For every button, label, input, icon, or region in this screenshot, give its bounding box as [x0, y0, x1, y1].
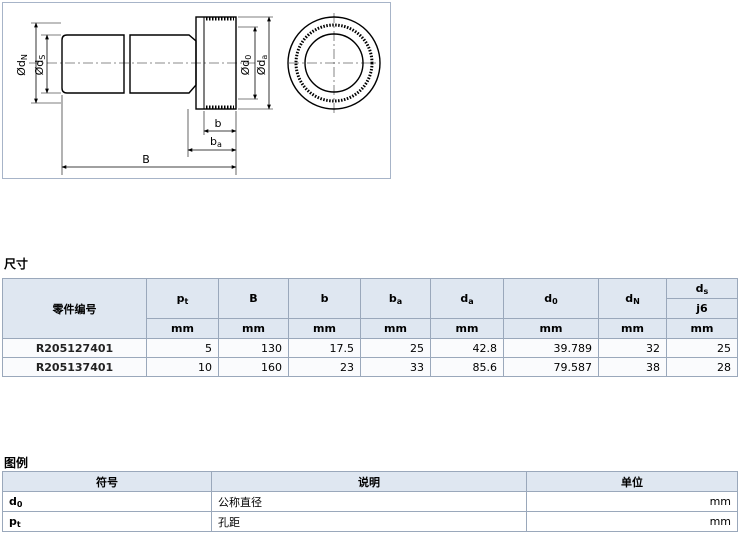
header-d0: d0	[503, 278, 599, 319]
cell-dN: 38	[598, 357, 667, 377]
header-da: da	[430, 278, 504, 319]
legend-header-description: 说明	[211, 471, 527, 492]
unit-d0: mm	[503, 318, 599, 339]
cell-B: 160	[218, 357, 289, 377]
table-row: pt 孔距 mm	[2, 511, 738, 532]
unit-pt: mm	[146, 318, 219, 339]
cell-d0: 79.587	[503, 357, 599, 377]
unit-ba: mm	[360, 318, 431, 339]
header-pt: pt	[146, 278, 219, 319]
table-row: d0 公称直径 mm	[2, 491, 738, 512]
header-ba: ba	[360, 278, 431, 319]
unit-da: mm	[430, 318, 504, 339]
legend-header-symbol: 符号	[2, 471, 212, 492]
table-row: R205127401 5 130 17.5 25 42.8 39.789 32 …	[2, 338, 738, 358]
dimensions-title: 尺寸	[4, 257, 29, 271]
header-dN: dN	[598, 278, 667, 319]
end-view-outer-circle	[287, 16, 381, 110]
technical-drawing: ØdN ØdS Ød0 Øda b ba B	[2, 2, 391, 179]
cell-da: 42.8	[430, 338, 504, 358]
unit-b: mm	[288, 318, 361, 339]
cell-d0: 39.789	[503, 338, 599, 358]
cell-B: 130	[218, 338, 289, 358]
header-B: B	[218, 278, 289, 319]
header-b: b	[288, 278, 361, 319]
cell-pt: 5	[146, 338, 219, 358]
cell-ba: 25	[360, 338, 431, 358]
shaft-left-part	[61, 34, 125, 94]
cell-b: 17.5	[288, 338, 361, 358]
legend-unit: mm	[526, 491, 738, 512]
part-number[interactable]: R205127401	[2, 338, 147, 358]
legend-description: 公称直径	[211, 491, 527, 512]
end-view-knurl-circle	[294, 23, 374, 103]
legend-symbol: pt	[2, 511, 212, 532]
B-label: B	[142, 153, 150, 166]
cell-ds: 25	[666, 338, 738, 358]
b-label: b	[215, 117, 222, 130]
shaft-right-part	[129, 34, 197, 94]
header-ds: ds	[666, 278, 738, 299]
legend-table: 符号 说明 单位 d0 公称直径 mm pt 孔距 mm	[2, 471, 738, 532]
legend-header-unit: 单位	[526, 471, 738, 492]
d0-label: Ød0	[239, 55, 253, 76]
dS-label: ØdS	[33, 55, 47, 76]
ba-label: ba	[210, 135, 222, 149]
header-ds-tolerance: j6	[666, 298, 738, 319]
cell-ba: 33	[360, 357, 431, 377]
header-part-no: 零件编号	[2, 278, 147, 339]
unit-ds: mm	[666, 318, 738, 339]
legend-unit: mm	[526, 511, 738, 532]
table-row: R205137401 10 160 23 33 85.6 79.587 38 2…	[2, 357, 738, 377]
legend-symbol: d0	[2, 491, 212, 512]
part-number[interactable]: R205137401	[2, 357, 147, 377]
unit-dN: mm	[598, 318, 667, 339]
da-label: Øda	[255, 55, 269, 76]
legend-description: 孔距	[211, 511, 527, 532]
cell-b: 23	[288, 357, 361, 377]
end-view-inner-circle	[304, 33, 364, 93]
cell-da: 85.6	[430, 357, 504, 377]
legend-title: 图例	[4, 456, 29, 470]
cell-dN: 32	[598, 338, 667, 358]
unit-B: mm	[218, 318, 289, 339]
flange-outline	[195, 16, 237, 110]
dN-label: ØdN	[15, 54, 29, 76]
cell-ds: 28	[666, 357, 738, 377]
cell-pt: 10	[146, 357, 219, 377]
bushing-drawing-svg: ØdN ØdS Ød0 Øda b ba B	[15, 13, 381, 175]
dimensions-table: 零件编号 pt B b ba da d0 dN ds j6 mm mm mm m…	[2, 278, 738, 377]
